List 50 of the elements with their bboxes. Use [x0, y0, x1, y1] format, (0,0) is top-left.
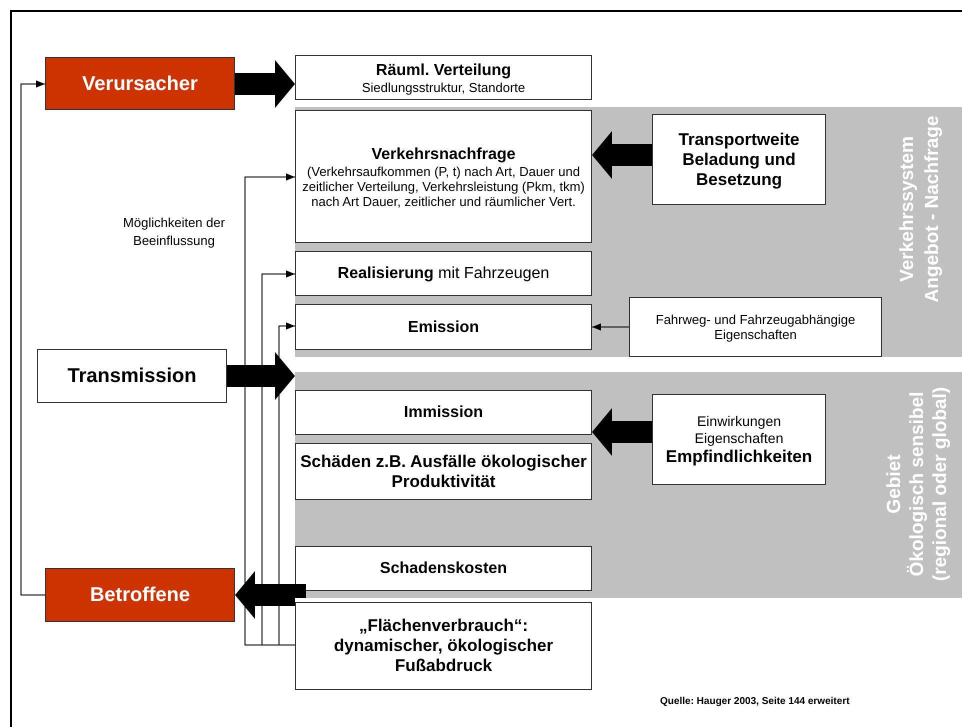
box-title: Immission: [402, 403, 484, 422]
actor-box: [45, 568, 235, 622]
band-label: Gebiet: [884, 453, 906, 516]
band-label: Angebot - Nachfrage: [922, 114, 944, 304]
box-text: (Verkehrsaufkommen (P, t) nach Art, Dauer und zeitlicher Verteilung, Verkehrsleistung (Pkm, tkm) nach Art Dauer, zeitlicher und räumlicher Vert.: [301, 164, 586, 208]
process-box: [295, 602, 592, 690]
process-box: [295, 55, 592, 100]
block-arrow: [227, 352, 295, 400]
process-box: [652, 114, 826, 205]
process-box: [295, 390, 592, 435]
system-band: [295, 372, 962, 598]
box-text: Empfindlichkeiten: [664, 446, 814, 466]
actor-box: [45, 57, 235, 110]
box-title: Verursacher: [81, 72, 199, 96]
box-title: Schäden z.B. Ausfälle ökologischer Produktivität: [299, 452, 588, 492]
box-title: Einwirkungen Eigenschaften: [694, 412, 784, 446]
box-title: Schadenskosten: [378, 559, 508, 578]
box-text: Siedlungsstruktur, Standorte: [360, 80, 526, 94]
arrow: [20, 80, 46, 596]
box-title: Räuml. Verteilung: [374, 60, 512, 80]
band-label: Ökologisch sensibel: [907, 390, 929, 578]
arrow: [278, 322, 296, 646]
box-title: Emission: [406, 318, 480, 336]
box-title: „Flächenverbrauch“: dynamischer, ökologischer Fußabdruck: [332, 616, 554, 676]
box-title: Verkehrsnachfrage: [370, 144, 517, 164]
box-title: Fahrweg- und Fahrzeugabhängige Eigenschaften: [654, 312, 856, 342]
block-arrow: [592, 408, 652, 456]
arrow: [262, 270, 296, 646]
system-band: [295, 107, 962, 357]
box-title: Transmission: [66, 364, 198, 388]
process-box: [295, 546, 592, 591]
block-arrow: [235, 60, 295, 108]
block-arrow: [592, 131, 652, 179]
process-box: [295, 304, 592, 350]
band-label: Verkehrssystem: [897, 135, 919, 284]
box-title: Betroffene: [88, 583, 191, 607]
process-box: [37, 349, 227, 403]
source-caption: Quelle: Hauger 2003, Seite 144 erweitert: [660, 696, 850, 707]
process-box: [295, 251, 592, 296]
block-arrow: [235, 571, 306, 619]
process-box: [295, 110, 592, 243]
arrow: [244, 173, 296, 646]
process-box: [652, 394, 826, 485]
process-box: [295, 443, 592, 500]
band-label: (regional oder global): [930, 386, 952, 584]
annotation-text: Möglichkeiten der Beeinflussung: [122, 214, 226, 250]
arrow: [592, 323, 630, 331]
box-title: Realisierung mit Fahrzeugen: [336, 264, 550, 283]
process-box: [629, 297, 882, 357]
box-title: Transportweite Beladung und Besetzung: [678, 130, 800, 190]
